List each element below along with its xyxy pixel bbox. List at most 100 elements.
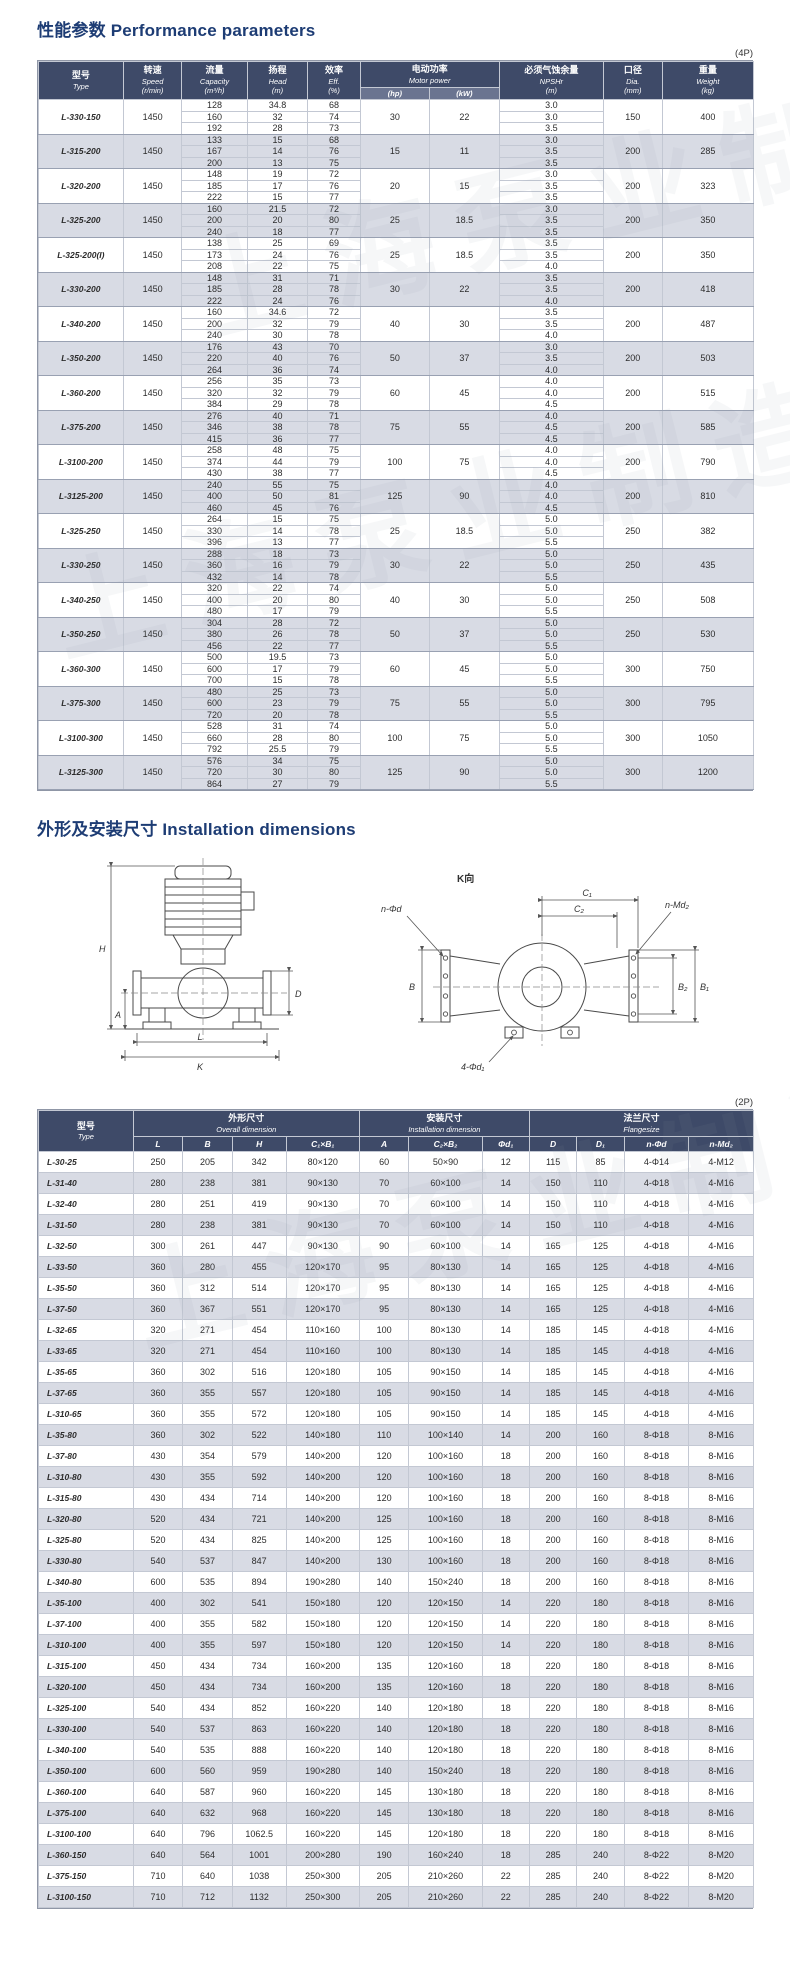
col-header-phi-d1: Φd₁ xyxy=(481,1136,530,1153)
head-cell: 34.8 xyxy=(246,99,309,112)
weight-cell: 585 xyxy=(661,409,755,446)
dim-cell: 180 xyxy=(576,1781,625,1804)
dim-cell: 120×180 xyxy=(408,1718,483,1741)
poles-tag-2p: (2P) xyxy=(735,1097,753,1109)
dia-cell: 300 xyxy=(602,754,663,791)
dim-cell: 8-M16 xyxy=(688,1571,754,1594)
dim-cell: 8-Φ22 xyxy=(623,1844,690,1867)
head-cell: 22 xyxy=(246,582,309,595)
dim-cell: 180 xyxy=(576,1802,625,1825)
dim-cell: 180 xyxy=(576,1613,625,1636)
dim-cell: 90×130 xyxy=(285,1214,360,1237)
dim-label-l: L xyxy=(197,1032,202,1042)
header-en: Head (m) xyxy=(268,77,287,96)
dim-cell: 14 xyxy=(481,1193,530,1216)
dim-cell: 180 xyxy=(576,1655,625,1678)
dim-cell: 130×180 xyxy=(408,1802,483,1825)
npshr-cell: 4.0 xyxy=(498,329,604,342)
hp-cell: 125 xyxy=(359,754,431,791)
weight-cell: 508 xyxy=(661,582,755,618)
model-cell: L-37-50 xyxy=(38,1298,134,1321)
dim-label-k: K xyxy=(197,1062,204,1072)
head-cell: 24 xyxy=(246,248,309,262)
kw-cell: 22 xyxy=(429,99,500,135)
dim-cell: 140×180 xyxy=(285,1424,360,1447)
dim-cell: 8-M16 xyxy=(688,1424,754,1447)
header-en: Type xyxy=(72,81,89,91)
kw-cell: 18.5 xyxy=(429,513,500,549)
npshr-cell: 5.0 xyxy=(498,766,604,779)
dim-cell: 360 xyxy=(132,1298,184,1321)
pump-elevation-view xyxy=(125,865,279,1030)
dim-cell: 125 xyxy=(576,1298,625,1321)
hp-cell: 125 xyxy=(359,478,431,515)
dim-cell: 8-M16 xyxy=(688,1550,754,1573)
capacity-cell: 200 xyxy=(181,214,248,227)
dim-cell: 4-Φ18 xyxy=(623,1403,690,1426)
dia-cell: 200 xyxy=(602,478,663,515)
dim-cell: 145 xyxy=(358,1781,410,1804)
dim-cell: 110 xyxy=(576,1214,625,1237)
dim-cell: 959 xyxy=(231,1760,287,1783)
dim-cell: 455 xyxy=(231,1256,287,1279)
dim-cell: 185 xyxy=(528,1319,578,1342)
dim-cell: 70 xyxy=(358,1214,410,1237)
head-cell: 40 xyxy=(246,352,309,365)
header-en: Speed (r/min) xyxy=(141,77,164,96)
eff-cell: 79 xyxy=(307,662,361,676)
dim-cell: 140×200 xyxy=(285,1445,360,1468)
dim-cell: 220 xyxy=(528,1592,578,1615)
dim-cell: 125 xyxy=(576,1256,625,1279)
capacity-cell: 138 xyxy=(181,237,248,250)
model-cell: L-330-250 xyxy=(38,547,124,584)
dim-cell: 535 xyxy=(182,1571,233,1594)
dim-cell: 165 xyxy=(528,1277,578,1300)
dim-cell: 238 xyxy=(182,1172,233,1195)
dia-cell: 200 xyxy=(602,168,663,204)
npshr-cell: 5.0 xyxy=(498,697,604,710)
capacity-cell: 160 xyxy=(181,110,248,124)
head-cell: 15 xyxy=(246,674,309,687)
dim-cell: 100 xyxy=(358,1319,410,1342)
eff-cell: 80 xyxy=(307,214,361,227)
dim-cell: 150 xyxy=(528,1193,578,1216)
dim-cell: 95 xyxy=(358,1277,410,1300)
kw-cell: 18.5 xyxy=(429,202,500,239)
kw-cell: 45 xyxy=(429,375,500,411)
model-cell: L-35-100 xyxy=(38,1592,134,1615)
capacity-cell: 264 xyxy=(181,513,248,526)
dim-cell: 160×240 xyxy=(408,1844,483,1867)
hp-cell: 25 xyxy=(359,513,431,549)
capacity-cell: 185 xyxy=(181,283,248,296)
dim-cell: 8-M16 xyxy=(688,1592,754,1615)
dim-cell: 8-M20 xyxy=(688,1844,754,1867)
dim-cell: 210×260 xyxy=(408,1865,483,1888)
capacity-cell: 320 xyxy=(181,582,248,595)
npshr-cell: 5.0 xyxy=(498,662,604,676)
capacity-cell: 128 xyxy=(181,99,248,112)
dim-cell: 14 xyxy=(481,1613,530,1636)
dim-cell: 251 xyxy=(182,1193,233,1216)
dim-cell: 205 xyxy=(182,1151,233,1174)
dim-cell: 22 xyxy=(481,1865,530,1888)
npshr-cell: 5.5 xyxy=(498,708,604,722)
capacity-cell: 200 xyxy=(181,317,248,331)
centerlines xyxy=(121,858,287,1041)
dim-cell: 145 xyxy=(576,1382,625,1405)
head-cell: 31 xyxy=(246,271,309,285)
npshr-cell: 5.0 xyxy=(498,547,604,561)
head-cell: 22 xyxy=(246,260,309,273)
dim-cell: 90×130 xyxy=(285,1235,360,1258)
header-zh: 法兰尺寸 xyxy=(623,1113,660,1124)
head-cell: 34.6 xyxy=(246,306,309,319)
head-cell: 18 xyxy=(246,547,309,561)
eff-cell: 80 xyxy=(307,731,361,745)
dim-cell: 180 xyxy=(576,1697,625,1720)
capacity-cell: 720 xyxy=(181,766,248,779)
